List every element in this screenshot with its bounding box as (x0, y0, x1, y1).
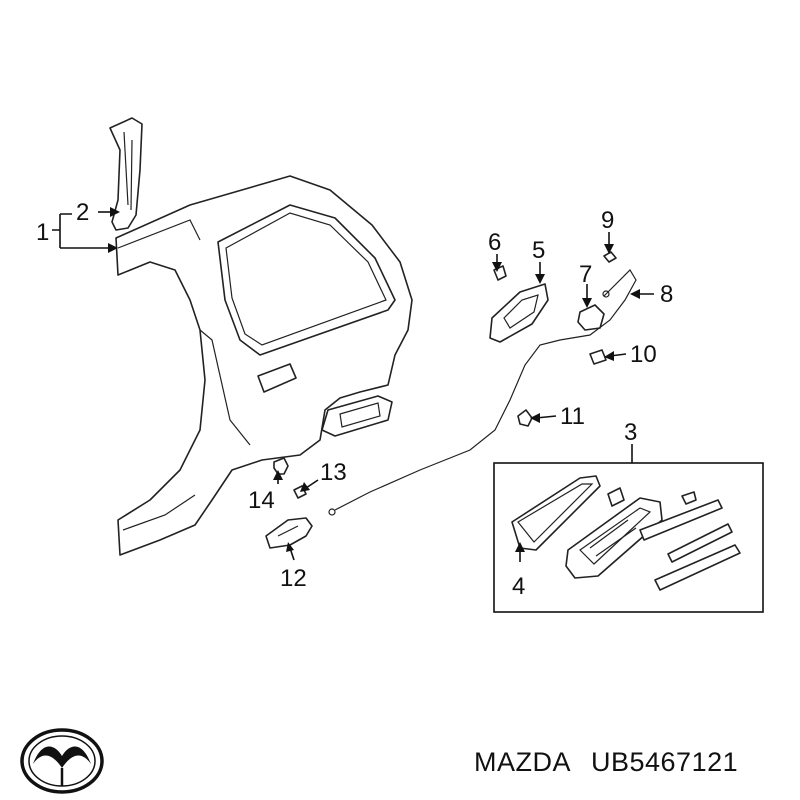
quarter-panel-part (115, 175, 413, 556)
part-number: UB5467121 (591, 747, 738, 777)
clip-9-part (603, 251, 617, 263)
callout-3: 3 (624, 419, 637, 446)
fuel-door-part (489, 283, 549, 343)
callout-12: 12 (280, 565, 307, 592)
clip-11-part (517, 409, 533, 427)
kit-components (511, 475, 741, 591)
callout-10: 10 (630, 341, 657, 368)
callout-11: 11 (560, 403, 585, 430)
brand-name: MAZDA (474, 747, 571, 777)
callout-13: 13 (320, 459, 347, 486)
callout-4: 4 (512, 573, 525, 600)
callout-6: 6 (488, 229, 501, 256)
callout-8: 8 (660, 281, 673, 308)
pillar-reinforcement-part (109, 117, 143, 231)
bolt-14-part (273, 457, 289, 475)
lock-actuator-part (577, 304, 605, 331)
arrow-heads (108, 207, 640, 552)
callout-labels: 1 2 3 4 5 6 7 8 9 10 11 12 13 14 (36, 199, 673, 600)
callout-5: 5 (532, 237, 545, 264)
callout-9: 9 (601, 207, 614, 234)
callout-7: 7 (579, 261, 592, 288)
callout-1: 1 (36, 219, 49, 246)
callout-14: 14 (248, 487, 275, 514)
release-handle-part (265, 517, 313, 549)
callout-2: 2 (76, 199, 89, 226)
kit-box (493, 462, 764, 613)
mazda-logo-icon (20, 728, 104, 794)
release-cable-part (328, 269, 637, 516)
clip-10-part (589, 349, 607, 365)
